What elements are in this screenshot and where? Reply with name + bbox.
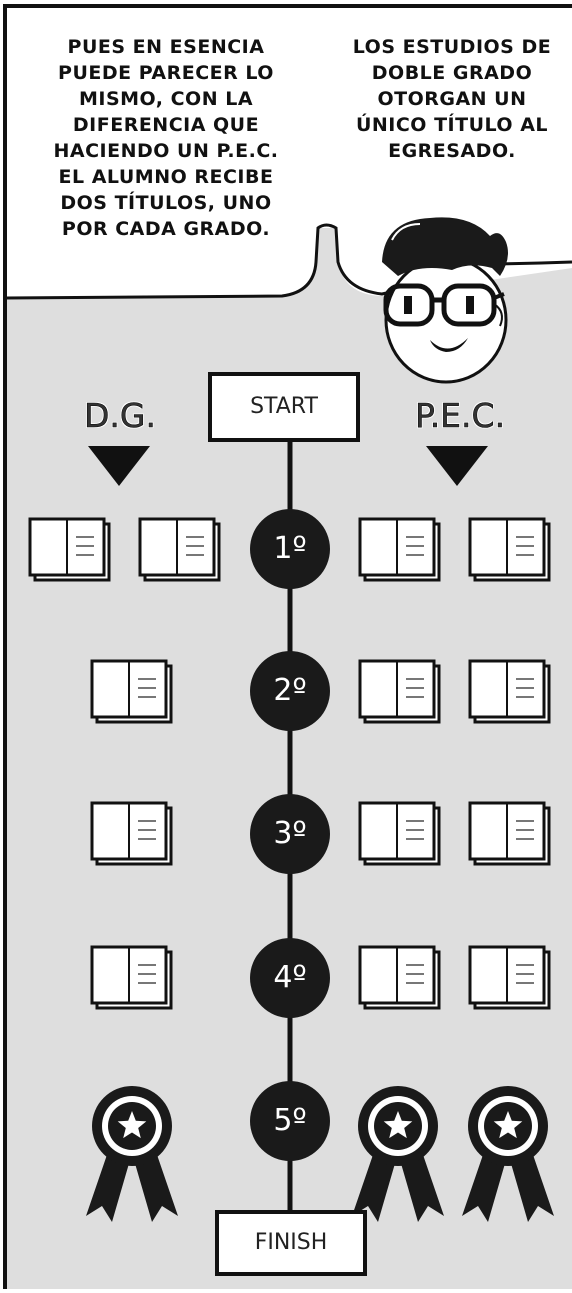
award-ribbon-icon [86, 1086, 178, 1222]
book-icon [358, 945, 441, 1010]
speech-line: MISMO, CON LA [78, 88, 254, 110]
character-face-icon [382, 217, 508, 384]
pec-arrow-icon [426, 446, 488, 486]
book-icon [28, 517, 111, 582]
speech-line: HACIENDO UN P.E.C. [53, 140, 279, 162]
speech-line: DOS TÍTULOS, UNO [60, 192, 272, 214]
book-icon [358, 659, 441, 724]
book-icon [468, 945, 551, 1010]
speech-line: EGRESADO. [388, 140, 516, 162]
book-icon [468, 659, 551, 724]
speech-line: DIFERENCIA QUE [72, 114, 260, 136]
finish-box: FINISH [215, 1210, 367, 1276]
dg-arrow-icon [88, 446, 150, 486]
speech-line: OTORGAN UN [377, 88, 527, 110]
speech-line: LOS ESTUDIOS DE [352, 36, 552, 58]
year-3-circle: 3º [250, 794, 330, 874]
book-icon [468, 801, 551, 866]
speech-line: PUES EN ESENCIA [67, 36, 265, 58]
dg-label: D.G. [84, 396, 157, 436]
book-icon [358, 801, 441, 866]
book-icon [358, 517, 441, 582]
book-icon [90, 801, 173, 866]
speech-text-left: PUES EN ESENCIA PUEDE PARECER LO MISMO, CO… [38, 34, 294, 242]
speech-line: PUEDE PARECER LO [58, 62, 274, 84]
award-ribbon-icon [462, 1086, 554, 1222]
book-icon [468, 517, 551, 582]
year-1-circle: 1º [250, 509, 330, 589]
speech-line: DOBLE GRADO [371, 62, 533, 84]
year-4-circle: 4º [250, 938, 330, 1018]
speech-text-right: LOS ESTUDIOS DE DOBLE GRADO OTORGAN UN ÚNIC… [334, 34, 570, 164]
book-icon [90, 945, 173, 1010]
book-icon [90, 659, 173, 724]
year-5-circle: 5º [250, 1081, 330, 1161]
book-icon [138, 517, 221, 582]
speech-line: POR CADA GRADO. [61, 218, 271, 240]
award-ribbon-icon [352, 1086, 444, 1222]
start-box: START [208, 372, 360, 442]
speech-bubble-outline [5, 223, 401, 300]
pec-label: P.E.C. [414, 396, 506, 436]
speech-line: ÚNICO TÍTULO AL [355, 114, 549, 136]
speech-line: EL ALUMNO RECIBE [58, 166, 274, 188]
year-2-circle: 2º [250, 651, 330, 731]
